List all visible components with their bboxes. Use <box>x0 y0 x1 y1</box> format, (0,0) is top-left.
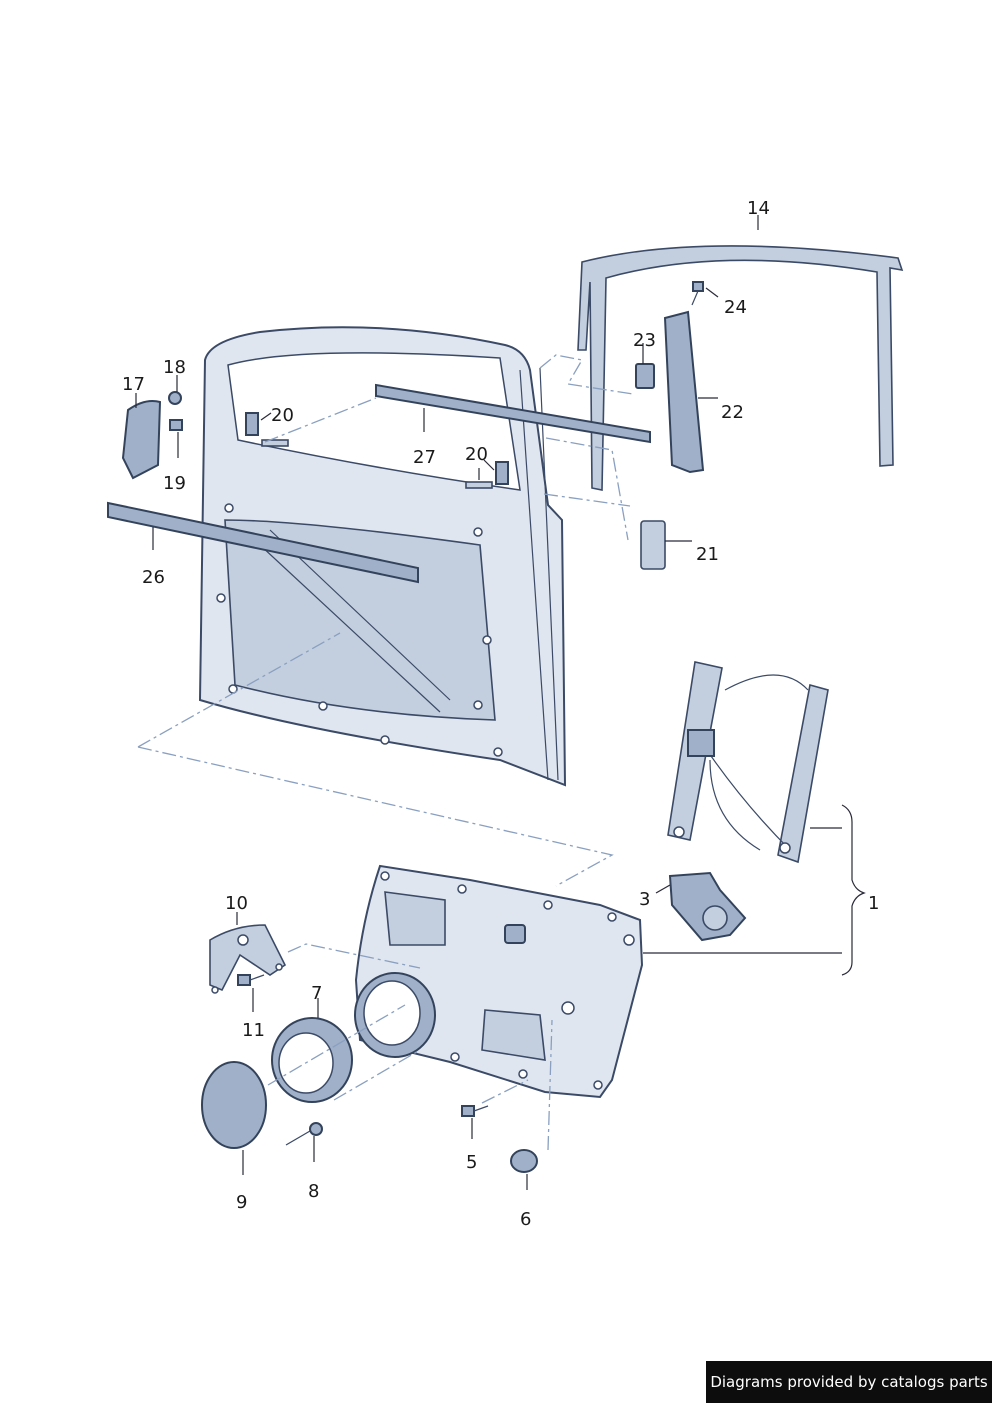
screw-19 <box>169 419 183 431</box>
screw-11 <box>237 974 265 986</box>
callout-26: 26 <box>142 567 165 588</box>
callout-20-left: 20 <box>271 405 294 426</box>
clip-23 <box>635 363 655 389</box>
watermark-banner: Diagrams provided by catalogs parts <box>706 1361 992 1403</box>
callout-10: 10 <box>225 893 248 914</box>
window-guide-rail <box>663 310 705 474</box>
callout-1: 1 <box>868 893 879 914</box>
window-motor <box>668 871 747 942</box>
callout-23: 23 <box>633 330 656 351</box>
rivet-8 <box>285 1122 323 1146</box>
plug-6 <box>510 1149 538 1173</box>
callout-21: 21 <box>696 544 719 565</box>
cap-21 <box>640 520 666 570</box>
inner-seal-strip <box>375 383 651 444</box>
callout-7: 7 <box>311 983 322 1004</box>
screw-24 <box>691 281 704 306</box>
callout-3: 3 <box>639 889 650 910</box>
callout-5: 5 <box>466 1152 477 1173</box>
callout-14: 14 <box>747 198 770 219</box>
callout-27: 27 <box>413 447 436 468</box>
door-shell <box>198 326 567 787</box>
callout-8: 8 <box>308 1181 319 1202</box>
callout-24: 24 <box>724 297 747 318</box>
callout-22: 22 <box>721 402 744 423</box>
nut-18 <box>168 391 182 405</box>
callout-20-right: 20 <box>465 444 488 465</box>
window-regulator <box>667 661 829 864</box>
screw-5 <box>461 1105 489 1117</box>
window-frame-seal <box>577 245 904 491</box>
callout-6: 6 <box>520 1209 531 1230</box>
callout-labels: 14 24 23 22 21 17 18 19 20 20 27 26 1 3 … <box>122 198 879 1230</box>
inner-door-panel <box>354 864 644 1099</box>
cover-disc <box>201 1061 267 1149</box>
callout-11: 11 <box>242 1020 265 1041</box>
pad-20a-base <box>261 439 289 447</box>
bracket-10 <box>209 924 287 994</box>
watermark-text: Diagrams provided by catalogs parts <box>710 1373 988 1391</box>
callout-17: 17 <box>122 374 145 395</box>
assembly-guides <box>137 354 634 1151</box>
callout-18: 18 <box>163 357 186 378</box>
callout-19: 19 <box>163 473 186 494</box>
pad-20b <box>495 461 509 485</box>
leader-lines <box>135 215 866 1190</box>
pad-20b-base <box>465 481 493 489</box>
callout-9: 9 <box>236 1192 247 1213</box>
handle-cover <box>121 400 162 480</box>
pad-20a <box>245 412 259 436</box>
outer-seal-strip <box>107 501 419 584</box>
